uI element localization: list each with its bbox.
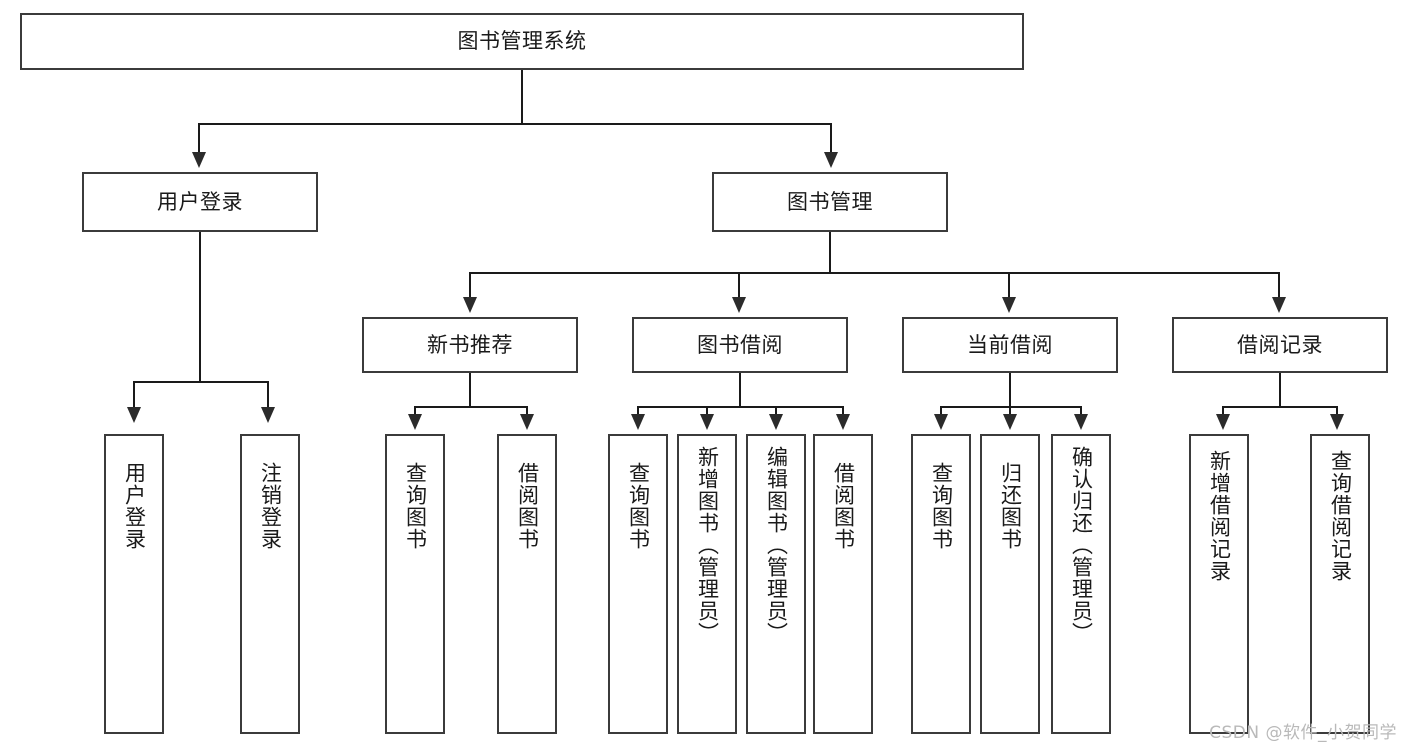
connector-book-borrow-stem [739,373,741,406]
connector-book-manage-bus [469,272,1280,274]
leaf-confirm-return-admin[interactable]: 确认归还（管理员） [1051,434,1111,734]
leaf-return-book[interactable]: 归还图书 [980,434,1040,734]
connector-book-manage-drop-1 [469,272,471,298]
node-label: 查询图书 [403,462,428,550]
leaf-query-borrow-record[interactable]: 查询借阅记录 [1310,434,1370,734]
connector-br-drop-1 [1222,406,1224,418]
connector-user-login-bus [133,381,268,383]
connector-user-login-drop-2 [267,381,269,408]
node-new-book-recommend[interactable]: 新书推荐 [362,317,578,373]
arrow-root-to-book-manage [824,152,838,168]
leaf-borrow-book-recommend[interactable]: 借阅图书 [497,434,557,734]
arrow-to-current-borrow [1002,297,1016,313]
arrow-to-leaf-query-record [1330,414,1344,430]
arrow-to-leaf-query-book-2 [631,414,645,430]
connector-nbr-drop-2 [526,406,528,418]
node-label: 图书管理系统 [457,29,587,54]
arrow-to-borrow-record [1272,297,1286,313]
node-label: 当前借阅 [967,332,1053,357]
node-label: 图书借阅 [697,332,783,357]
arrow-to-book-borrow [732,297,746,313]
node-label: 注销登录 [258,462,283,550]
connector-root-stem [521,70,523,123]
leaf-query-book-current[interactable]: 查询图书 [911,434,971,734]
arrow-to-leaf-logout [261,407,275,423]
connector-user-login-stem [199,232,201,381]
node-label: 归还图书 [998,462,1023,550]
connector-cb-drop-3 [1080,406,1082,418]
connector-borrow-record-bus [1222,406,1338,408]
node-label: 借阅图书 [515,462,540,550]
node-label: 编辑图书（管理员） [764,446,789,644]
arrow-root-to-user-login [192,152,206,168]
leaf-query-book-recommend[interactable]: 查询图书 [385,434,445,734]
connector-book-borrow-bus [637,406,844,408]
leaf-add-book-admin[interactable]: 新增图书（管理员） [677,434,737,734]
connector-book-manage-drop-4 [1278,272,1280,298]
connector-cb-drop-1 [940,406,942,418]
connector-root-to-book-manage [830,123,832,153]
leaf-add-borrow-record[interactable]: 新增借阅记录 [1189,434,1249,734]
arrow-to-new-book-recommend [463,297,477,313]
arrow-to-leaf-add-record [1216,414,1230,430]
node-label: 查询图书 [929,462,954,550]
connector-current-borrow-stem [1009,373,1011,406]
connector-nbr-drop-1 [414,406,416,418]
connector-bb-drop-4 [842,406,844,418]
connector-book-manage-drop-2 [738,272,740,298]
node-current-borrow[interactable]: 当前借阅 [902,317,1118,373]
connector-root-bus [198,123,832,125]
connector-user-login-drop-1 [133,381,135,408]
node-label: 查询借阅记录 [1328,450,1353,582]
leaf-query-book-borrow[interactable]: 查询图书 [608,434,668,734]
arrow-to-leaf-confirm-return [1074,414,1088,430]
connector-book-manage-stem [829,232,831,272]
connector-root-to-user-login [198,123,200,153]
arrow-to-leaf-query-book-3 [934,414,948,430]
arrow-to-leaf-user-login [127,407,141,423]
node-user-login[interactable]: 用户登录 [82,172,318,232]
arrow-to-leaf-add-book [700,414,714,430]
arrow-to-leaf-query-book-1 [408,414,422,430]
connector-current-borrow-bus [940,406,1082,408]
connector-book-manage-drop-3 [1008,272,1010,298]
arrow-to-leaf-borrow-book-1 [520,414,534,430]
node-borrow-record[interactable]: 借阅记录 [1172,317,1388,373]
arrow-to-leaf-return-book [1003,414,1017,430]
node-root-book-management-system[interactable]: 图书管理系统 [20,13,1024,70]
node-book-borrow[interactable]: 图书借阅 [632,317,848,373]
node-label: 新增图书（管理员） [695,446,720,644]
node-label: 用户登录 [157,189,243,214]
arrow-to-leaf-borrow-book-2 [836,414,850,430]
node-label: 用户登录 [122,462,147,550]
connector-cb-drop-2 [1009,406,1011,418]
connector-bb-drop-2 [706,406,708,418]
connector-new-book-recommend-bus [414,406,528,408]
node-label: 新书推荐 [427,332,513,357]
node-label: 图书管理 [787,189,873,214]
leaf-user-login[interactable]: 用户登录 [104,434,164,734]
node-label: 借阅图书 [831,462,856,550]
connector-br-drop-2 [1336,406,1338,418]
connector-bb-drop-1 [637,406,639,418]
arrow-to-leaf-edit-book [769,414,783,430]
node-label: 查询图书 [626,462,651,550]
node-label: 借阅记录 [1237,332,1323,357]
connector-new-book-recommend-stem [469,373,471,406]
node-label: 新增借阅记录 [1207,450,1232,582]
connector-bb-drop-3 [775,406,777,418]
node-book-management[interactable]: 图书管理 [712,172,948,232]
node-label: 确认归还（管理员） [1069,446,1094,644]
connector-borrow-record-stem [1279,373,1281,406]
leaf-edit-book-admin[interactable]: 编辑图书（管理员） [746,434,806,734]
leaf-logout-login[interactable]: 注销登录 [240,434,300,734]
leaf-borrow-book-borrow[interactable]: 借阅图书 [813,434,873,734]
